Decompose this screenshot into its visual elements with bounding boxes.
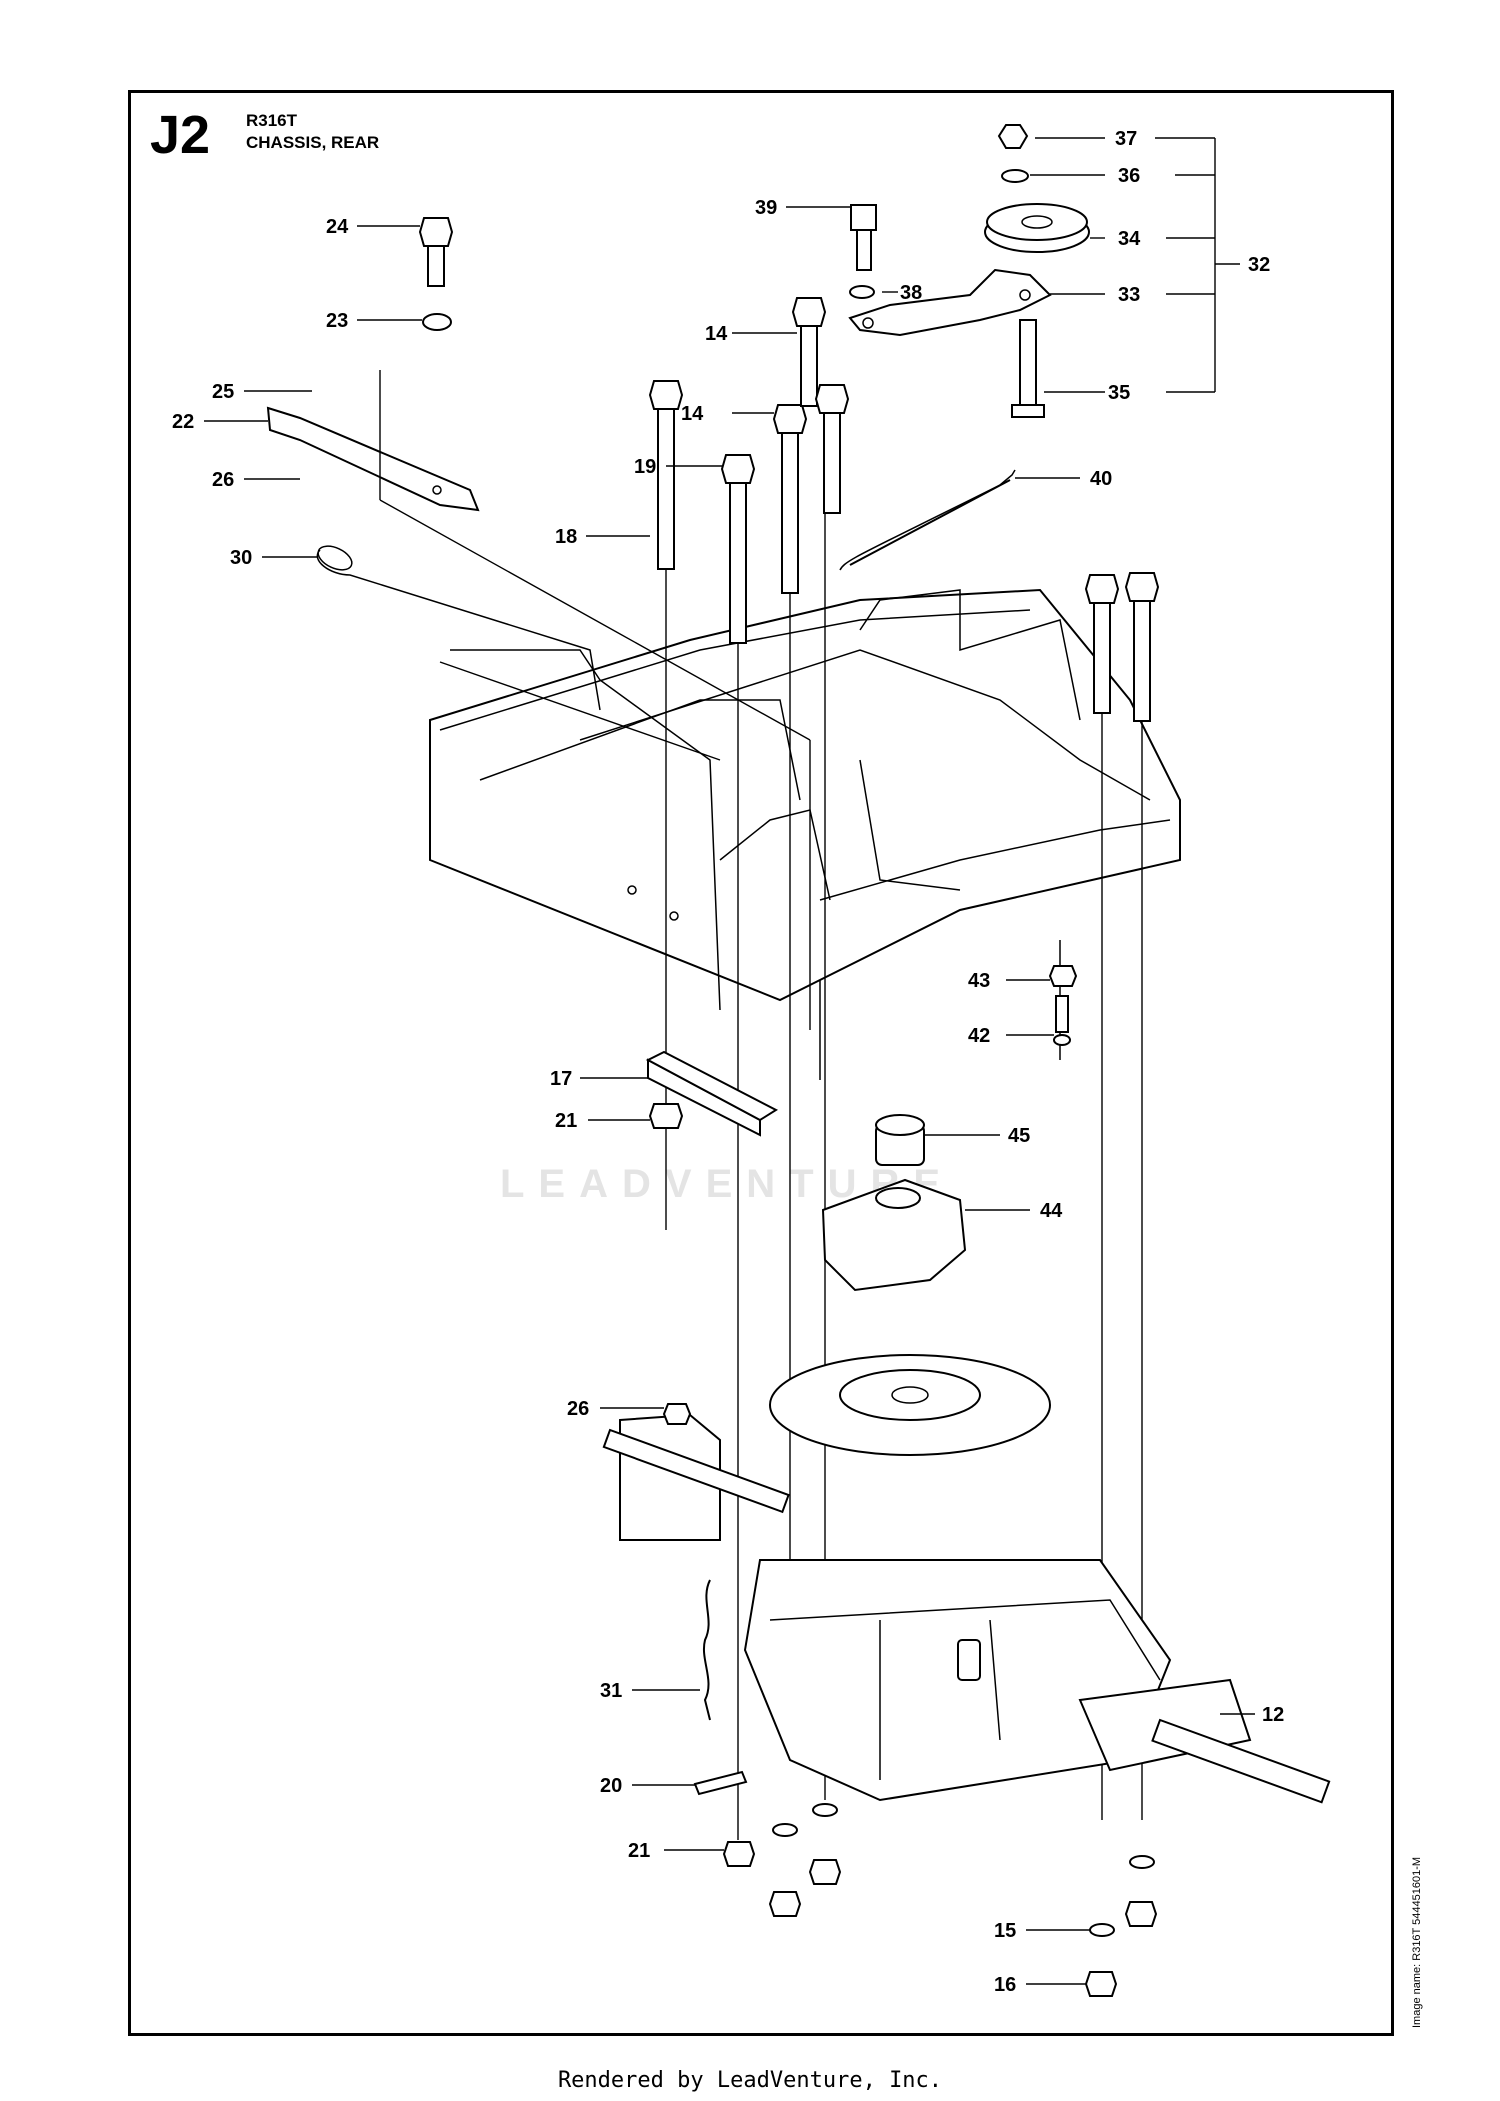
callout-22: 22 xyxy=(172,411,194,433)
callout-20: 20 xyxy=(600,1775,622,1797)
callout-18: 18 xyxy=(555,526,577,548)
callout-26-lower: 26 xyxy=(567,1398,589,1420)
expansion-tank xyxy=(821,1114,967,1292)
callout-labels: 24 23 25 22 26 30 39 38 14 14 19 18 37 3… xyxy=(172,128,1284,1996)
lower-nuts-washers xyxy=(662,1403,1158,1997)
diagram-frame xyxy=(128,90,1394,2036)
callout-33: 33 xyxy=(1118,284,1140,306)
callout-21-upper: 21 xyxy=(555,1110,577,1132)
spacer-and-fasteners xyxy=(645,965,1078,1137)
callout-16: 16 xyxy=(994,1974,1016,1996)
callout-24: 24 xyxy=(326,216,349,238)
idler-group xyxy=(839,124,1090,571)
callout-32: 32 xyxy=(1248,254,1270,276)
callout-45: 45 xyxy=(1008,1125,1030,1147)
callout-19: 19 xyxy=(634,456,656,478)
callout-39: 39 xyxy=(755,197,777,219)
callout-30: 30 xyxy=(230,547,252,569)
callout-38: 38 xyxy=(900,282,922,304)
callout-26-upper: 26 xyxy=(212,469,234,491)
callout-37: 37 xyxy=(1115,128,1137,150)
callout-12: 12 xyxy=(1262,1704,1284,1726)
callout-15: 15 xyxy=(994,1920,1016,1942)
callout-25: 25 xyxy=(212,381,234,403)
callout-44: 44 xyxy=(1040,1200,1063,1222)
callout-34: 34 xyxy=(1118,228,1141,250)
model-number: R316T xyxy=(246,111,298,130)
callout-43: 43 xyxy=(968,970,990,992)
callout-leaders xyxy=(204,137,1255,1985)
callout-23: 23 xyxy=(326,310,348,332)
callout-14-upper: 14 xyxy=(705,323,728,345)
callout-40: 40 xyxy=(1090,468,1112,490)
callout-14-lower: 14 xyxy=(681,403,704,425)
callout-21-lower: 21 xyxy=(628,1840,650,1862)
callout-36: 36 xyxy=(1118,165,1140,187)
callout-35: 35 xyxy=(1108,382,1130,404)
footer-credit: Rendered by LeadVenture, Inc. xyxy=(557,2068,943,2093)
callout-17: 17 xyxy=(550,1068,572,1090)
callout-42: 42 xyxy=(968,1025,990,1047)
transaxle xyxy=(602,1354,1331,1804)
section-title: CHASSIS, REAR xyxy=(246,133,380,152)
callout-31: 31 xyxy=(600,1680,622,1702)
rods-and-levers xyxy=(266,370,811,1030)
section-code: J2 xyxy=(150,105,211,165)
image-name-label: Image name: R316T 544451601-M xyxy=(1411,1856,1423,2028)
